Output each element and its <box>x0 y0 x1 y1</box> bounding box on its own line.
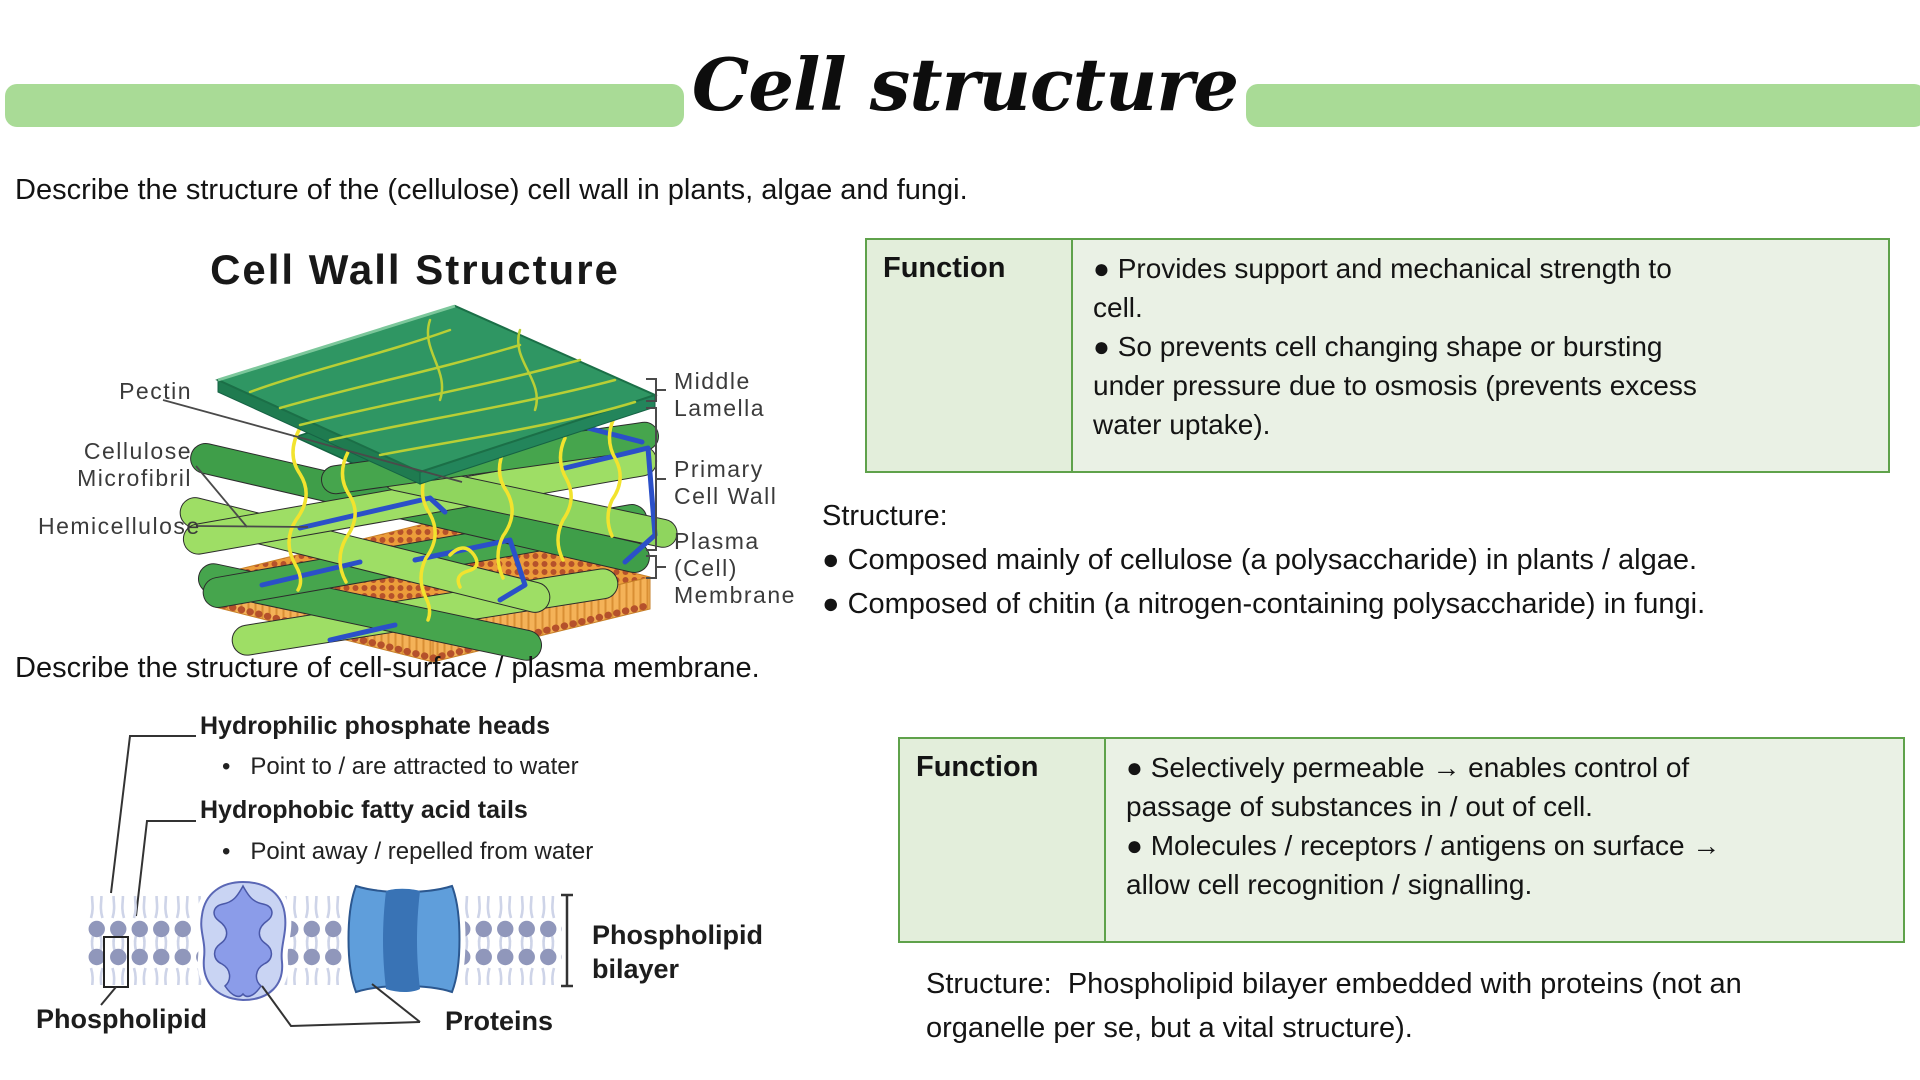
middle-lamella-sheet <box>215 304 658 485</box>
cell-wall-diagram-title: Cell Wall Structure <box>210 246 620 293</box>
function-table-cell-wall: Function ● Provides support and mechanic… <box>865 238 1890 473</box>
pointer-lines <box>162 399 463 528</box>
protein-barrel <box>342 878 466 1000</box>
structure-line: ● Composed mainly of cellulose (a polysa… <box>822 544 1698 576</box>
layer-brackets <box>646 378 666 579</box>
label-cellulose-microfibril: Cellulose Microfibril <box>77 438 192 491</box>
label-hydrophobic-sub: • Point away / repelled from water <box>222 838 594 865</box>
table-body-function: ● Selectively permeable → enables contro… <box>1106 739 1903 941</box>
bilayer-bracket <box>561 893 573 988</box>
table-body-function: ● Provides support and mechanical streng… <box>1073 240 1888 471</box>
structure-line: organelle per se, but a vital structure)… <box>926 1012 1413 1044</box>
label-hemicellulose: Hemicellulose <box>38 513 201 539</box>
table-header-function: Function <box>867 240 1073 471</box>
label-connector-lines <box>110 735 196 917</box>
label-primary-cell-wall: Primary Cell Wall <box>674 456 778 509</box>
label-phospholipid-bilayer: Phospholipid bilayer <box>592 920 763 984</box>
page-title: Cell structure <box>691 42 1239 127</box>
label-hydrophobic-tails: Hydrophobic fatty acid tails <box>200 796 528 824</box>
pectin-strands <box>287 416 622 622</box>
hemicellulose-strands <box>259 425 658 643</box>
table-line: ● Selectively permeable → enables contro… <box>1126 752 1690 783</box>
label-pectin: Pectin <box>119 378 192 404</box>
table-line: passage of substances in / out of cell. <box>1126 791 1593 822</box>
table-line: water uptake). <box>1093 409 1271 440</box>
table-line: ● So prevents cell changing shape or bur… <box>1093 331 1663 362</box>
structure-line: Structure: <box>822 500 948 532</box>
question-plasma-membrane: Describe the structure of cell-surface /… <box>15 652 760 684</box>
title-bar-right <box>1246 84 1920 127</box>
cell-wall-diagram <box>162 304 678 663</box>
structure-notes-cell-wall: Structure: ● Composed mainly of cellulos… <box>822 494 1705 626</box>
table-line: ● Provides support and mechanical streng… <box>1093 253 1672 284</box>
label-hydrophilic-heads: Hydrophilic phosphate heads <box>200 712 551 740</box>
label-hydrophilic-sub: • Point to / are attracted to water <box>222 753 579 780</box>
table-line: ● Molecules / receptors / antigens on su… <box>1126 830 1721 861</box>
structure-notes-membrane: Structure: Phospholipid bilayer embedded… <box>926 962 1742 1050</box>
label-middle-lamella: Middle Lamella <box>674 368 766 421</box>
phospholipid-bilayer-diagram <box>88 735 573 1028</box>
label-proteins: Proteins <box>445 1006 554 1036</box>
lipid-layer-bottom <box>88 939 562 985</box>
table-header-function: Function <box>900 739 1106 941</box>
phospholipid-pointer-line <box>100 986 117 1006</box>
function-table-membrane: Function ● Selectively permeable → enabl… <box>898 737 1905 943</box>
proteins-pointer-lines <box>261 983 421 1028</box>
table-line: under pressure due to osmosis (prevents … <box>1093 370 1697 401</box>
table-line: cell. <box>1093 292 1143 323</box>
structure-line: Structure: Phospholipid bilayer embedded… <box>926 968 1742 1000</box>
structure-line: ● Composed of chitin (a nitrogen-contain… <box>822 588 1706 620</box>
question-cell-wall: Describe the structure of the (cellulose… <box>15 174 968 206</box>
lipid-layer-top <box>88 896 562 942</box>
table-line: allow cell recognition / signalling. <box>1126 869 1533 900</box>
label-phospholipid: Phospholipid <box>36 1004 207 1034</box>
label-plasma-membrane: Plasma (Cell) Membrane <box>674 528 796 608</box>
title-bar-left <box>5 84 684 127</box>
protein-channel <box>195 875 292 1007</box>
